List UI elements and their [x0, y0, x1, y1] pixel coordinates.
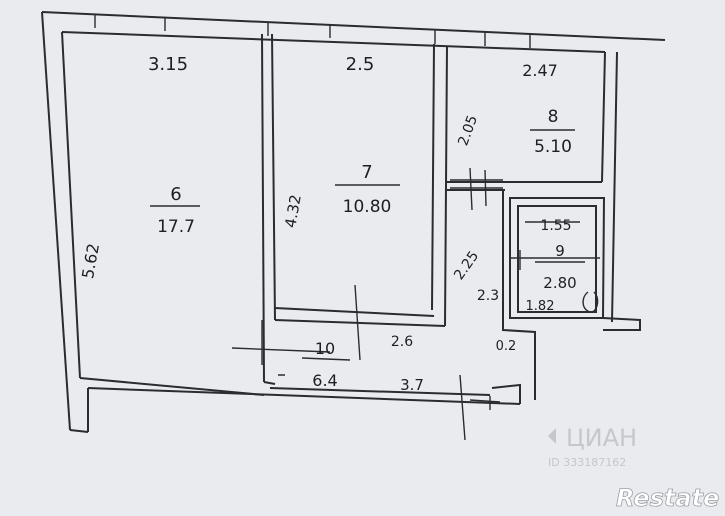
- cian-logo-icon: [548, 428, 556, 444]
- cian-watermark: ЦИАН ID 333187162: [548, 424, 637, 469]
- left-wall-inner: [61, 31, 81, 379]
- cian-logo-text: ЦИАН: [566, 424, 637, 452]
- room-10-number: 10: [315, 339, 335, 358]
- room-8: 8 5.10: [534, 107, 572, 157]
- room7-bottom-wall-b: [274, 319, 446, 327]
- room9-side-wall: [502, 190, 536, 400]
- room9-box-inner: [517, 205, 597, 313]
- dim-room9-side-b: 2.3: [477, 288, 499, 304]
- partition-7-8-a: [431, 43, 435, 311]
- room8-right-wall: [601, 51, 606, 183]
- room-6: 6 17.7: [157, 184, 195, 237]
- dim-gap: 0.2: [496, 339, 517, 354]
- left-wall-foot: [69, 429, 89, 433]
- room-10-area: 6.4: [312, 371, 337, 390]
- partition-6-7-a: [261, 33, 265, 383]
- window-marks: [94, 14, 531, 48]
- room-9-number: 9: [555, 242, 565, 260]
- partition-6-7-foot: [263, 381, 276, 385]
- dim-room6-width: 3.15: [148, 54, 188, 75]
- room6-bottom-wall: [79, 377, 265, 396]
- dim-room8-side: 2.05: [455, 113, 481, 148]
- room7-bottom-wall-a: [274, 307, 435, 317]
- door-jamb: [491, 383, 521, 404]
- room-7-number: 7: [361, 162, 372, 183]
- room-8-area: 5.10: [534, 137, 572, 157]
- dim-room9-label: 1.55: [540, 218, 571, 234]
- dim-room9-side-c: 1.82: [526, 299, 555, 314]
- dim-room8-width: 2.47: [522, 61, 558, 80]
- bottom-wall-inner: [269, 387, 491, 396]
- dim-room7-width: 2.5: [346, 54, 375, 75]
- room-7-area: 10.80: [343, 197, 392, 217]
- partition-6-7-b: [271, 33, 276, 321]
- restate-watermark: Restate: [616, 484, 720, 513]
- room9-stub: [602, 317, 641, 331]
- cian-listing-id: ID 333187162: [548, 456, 626, 469]
- walls: [41, 11, 666, 441]
- dim-room9-side-a: 2.25: [451, 248, 482, 283]
- top-wall-outer: [41, 11, 666, 41]
- room-6-number: 6: [170, 184, 181, 205]
- left-wall-outer: [41, 11, 71, 431]
- dim-room6-length: 5.62: [78, 242, 103, 280]
- room-6-area: 17.7: [157, 217, 195, 237]
- room-9: 9 2.80: [543, 242, 576, 292]
- dim-corridor-b: 3.7: [400, 376, 424, 394]
- room-9-area: 2.80: [543, 274, 576, 292]
- dimension-crosses: [231, 167, 600, 441]
- fixture-mark: [582, 291, 599, 313]
- partition-7-8-b: [444, 45, 448, 327]
- top-wall-inner: [61, 31, 606, 53]
- right-wall-outer: [611, 51, 618, 323]
- room-7: 7 10.80: [343, 162, 392, 217]
- room-8-number: 8: [548, 107, 559, 127]
- bottom-wall-outer: [87, 387, 521, 405]
- restate-logo-text: Restate: [616, 484, 719, 512]
- dim-corridor-a: 2.6: [391, 334, 413, 350]
- dim-room7-length: 4.32: [281, 193, 305, 229]
- room-10: 10 6.4: [312, 339, 337, 390]
- fraction-bars: [150, 129, 585, 361]
